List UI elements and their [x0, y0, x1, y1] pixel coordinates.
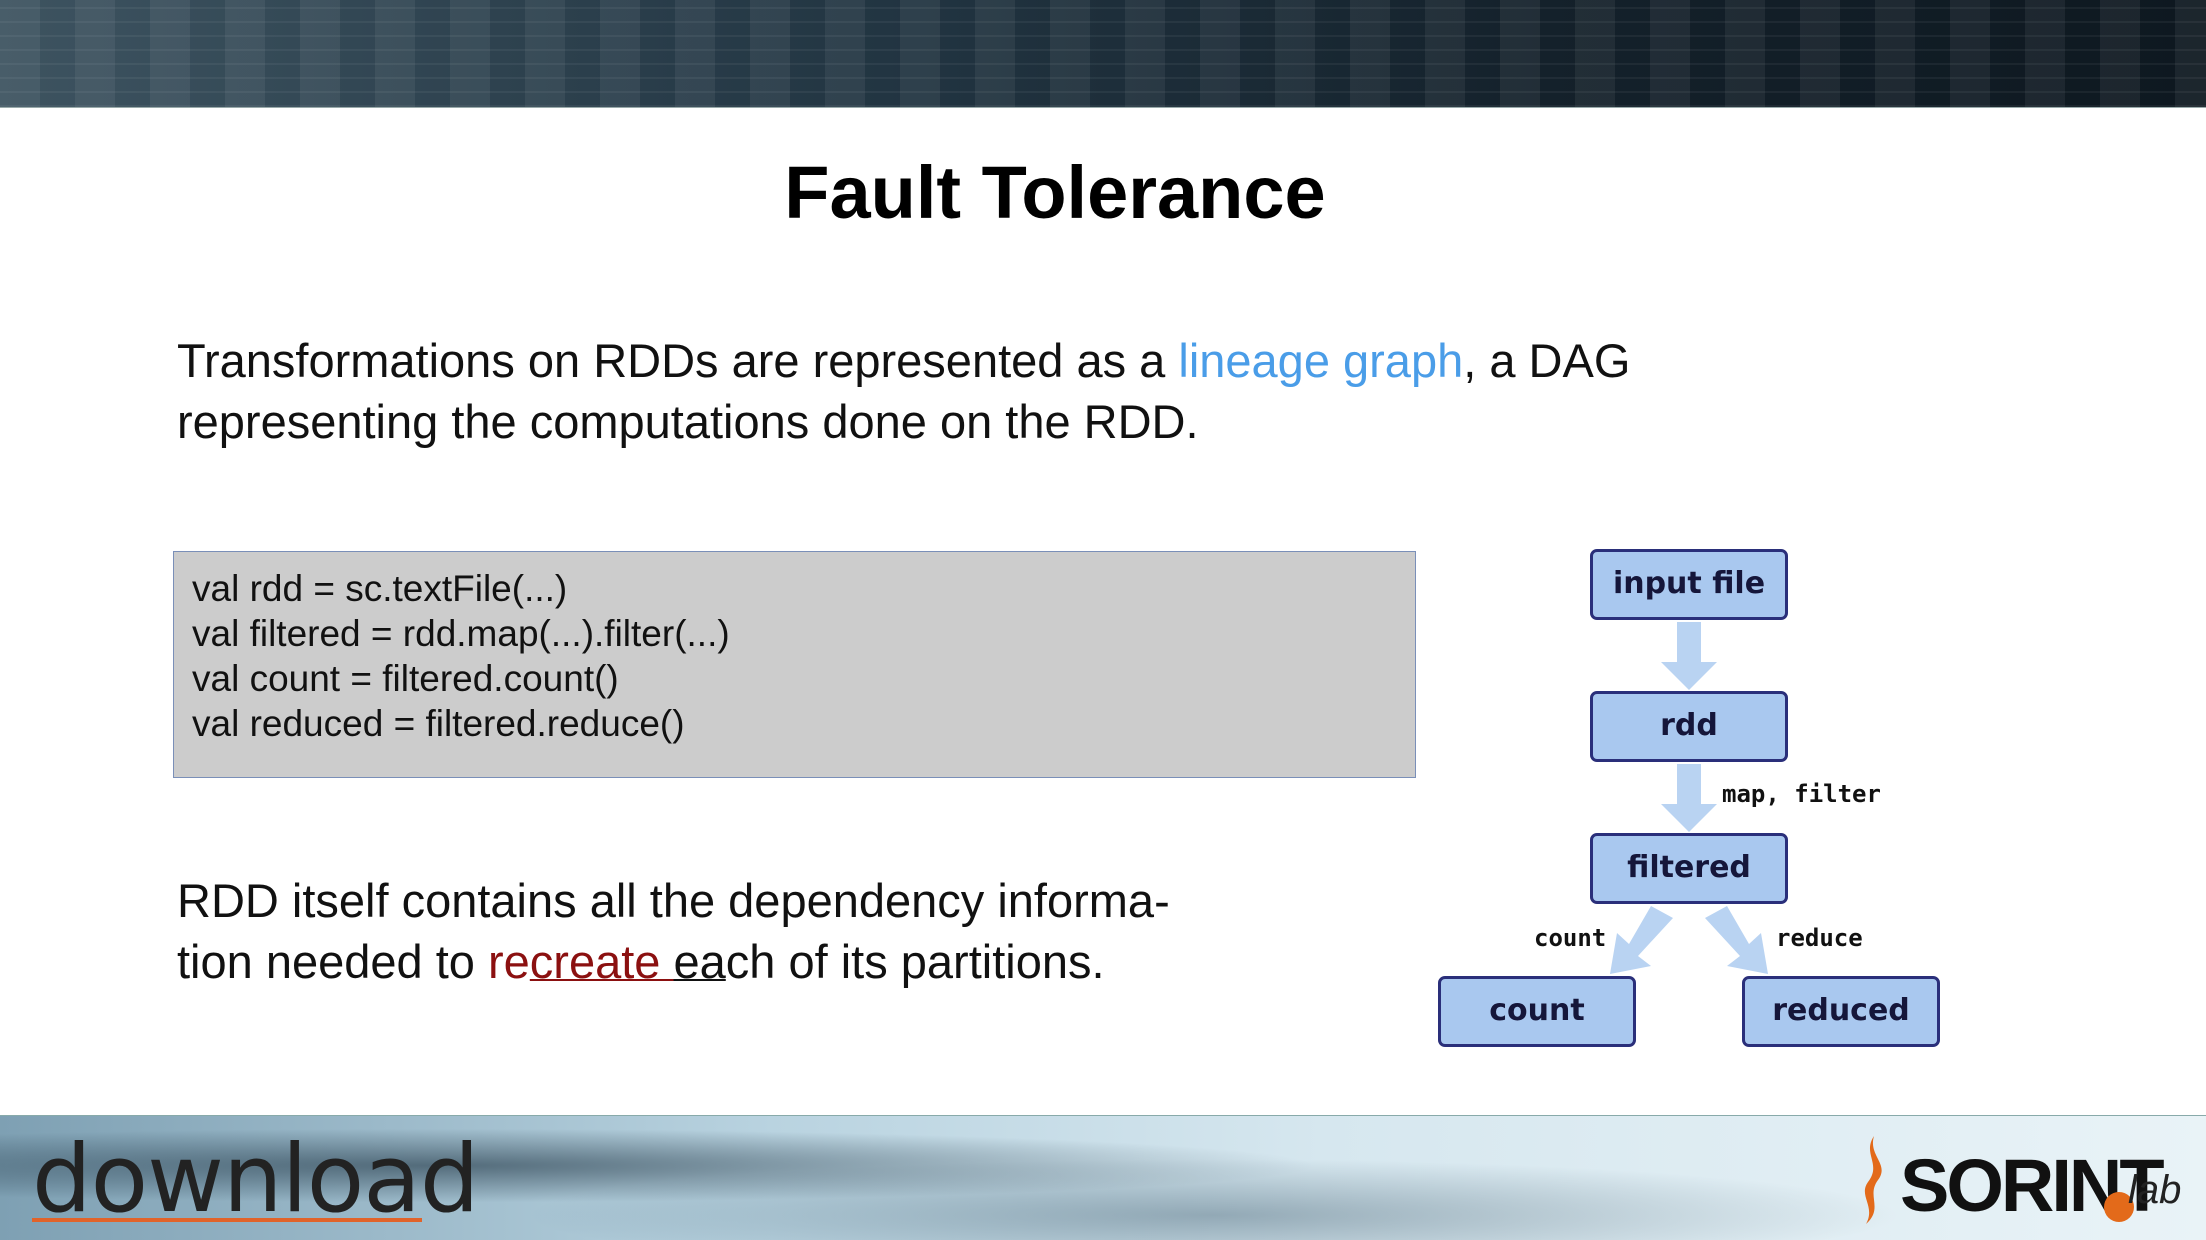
dependency-paragraph: RDD itself contains all the dependency i…	[177, 870, 1327, 992]
node-rdd: rdd	[1590, 691, 1788, 762]
dependency-text-start: tion needed to	[177, 935, 488, 988]
node-reduced: reduced	[1742, 976, 1940, 1047]
lineage-graph-link[interactable]: lineage graph	[1178, 334, 1464, 387]
node-count: count	[1438, 976, 1636, 1047]
slide-title: Fault Tolerance	[784, 151, 1326, 234]
lineage-text-start: Transformations on RDDs are represented …	[177, 334, 1179, 387]
underlined-text: ea	[673, 935, 726, 988]
arrow-filtered-to-reduced	[1705, 906, 1768, 974]
lineage-paragraph: Transformations on RDDs are represented …	[177, 330, 1777, 452]
top-banner-image	[0, 0, 2206, 108]
code-line: val reduced = filtered.reduce()	[192, 703, 685, 744]
download-logo: download	[32, 1125, 480, 1234]
edge-label-count: count	[1534, 924, 1607, 952]
recreate-text-plain: re	[488, 935, 530, 988]
dependency-text-line1: RDD itself contains all the dependency i…	[177, 874, 1170, 927]
recreate-link[interactable]: create	[529, 935, 674, 988]
arrow-filtered-to-count	[1610, 906, 1673, 974]
edge-label-map-filter: map, filter	[1722, 780, 1881, 808]
arrow-input-to-rdd	[1661, 622, 1717, 690]
node-input-file: input file	[1590, 549, 1788, 620]
code-line: val filtered = rdd.map(...).filter(...)	[192, 613, 730, 654]
node-filtered: filtered	[1590, 833, 1788, 904]
code-block: val rdd = sc.textFile(...) val filtered …	[173, 551, 1416, 778]
sorint-lab-text: lab	[2128, 1168, 2182, 1212]
sorint-logo-dot	[2104, 1192, 2134, 1222]
dependency-text-end: ch of its partitions.	[725, 935, 1105, 988]
lineage-text-end: , a DAG	[1463, 334, 1631, 387]
download-logo-underline	[32, 1218, 422, 1222]
arrow-rdd-to-filtered	[1661, 764, 1717, 832]
code-line: val rdd = sc.textFile(...)	[192, 568, 568, 609]
code-line: val count = filtered.count()	[192, 658, 619, 699]
edge-label-reduce: reduce	[1776, 924, 1863, 952]
sorint-flame-icon	[1864, 1136, 1882, 1224]
lineage-text-line2: representing the computations done on th…	[177, 395, 1199, 448]
